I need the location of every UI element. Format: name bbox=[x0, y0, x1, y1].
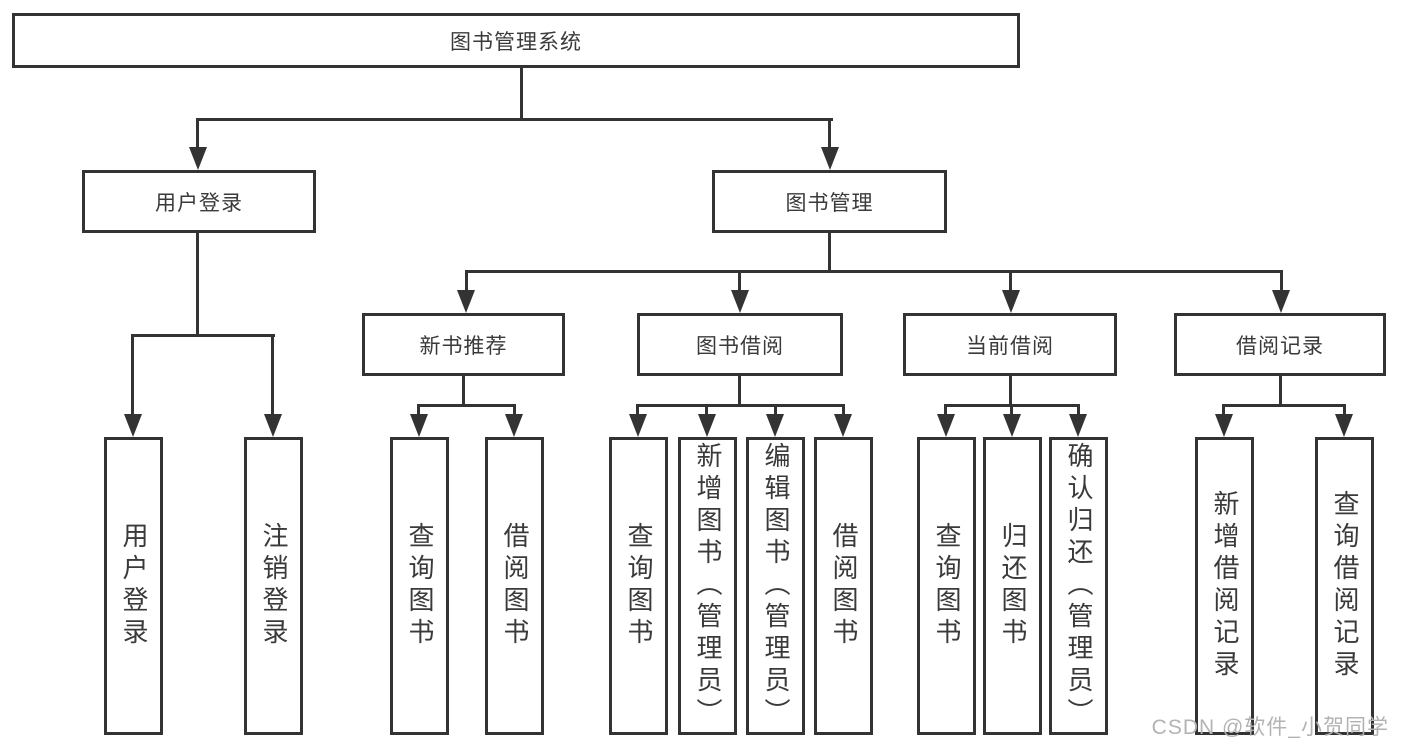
connector-line bbox=[842, 404, 845, 420]
arrowhead-icon bbox=[766, 414, 784, 437]
connector-line bbox=[738, 270, 741, 296]
arrowhead-icon bbox=[1003, 414, 1021, 437]
connector-line bbox=[1009, 270, 1012, 296]
connector-line bbox=[774, 404, 777, 420]
leaf-query-book: 查询图书 bbox=[390, 437, 449, 735]
connector-line bbox=[196, 233, 199, 337]
connector-line bbox=[131, 334, 275, 337]
arrowhead-icon bbox=[1215, 414, 1233, 437]
arrowhead-icon bbox=[629, 414, 647, 437]
connector-line bbox=[1280, 270, 1283, 296]
connector-line bbox=[1222, 404, 1225, 420]
leaf-confirm-return-admin: 确认归还（管理员） bbox=[1049, 437, 1108, 735]
leaf-query-book: 查询图书 bbox=[917, 437, 976, 735]
connector-line bbox=[462, 376, 465, 407]
arrowhead-icon bbox=[834, 414, 852, 437]
leaf-add-borrow-record: 新增借阅记录 bbox=[1195, 437, 1254, 735]
leaf-return-book: 归还图书 bbox=[983, 437, 1042, 735]
leaf-query-book: 查询图书 bbox=[609, 437, 668, 735]
connector-line bbox=[636, 404, 639, 420]
connector-line bbox=[196, 118, 833, 121]
arrowhead-icon bbox=[410, 414, 428, 437]
connector-line bbox=[636, 404, 845, 407]
arrowhead-icon bbox=[1335, 414, 1353, 437]
connector-line bbox=[1222, 404, 1346, 407]
connector-line bbox=[465, 270, 1283, 273]
connector-line bbox=[417, 404, 516, 407]
connector-line bbox=[131, 334, 134, 420]
arrowhead-icon bbox=[457, 290, 475, 313]
node-new-book-recommend: 新书推荐 bbox=[362, 313, 565, 376]
leaf-query-borrow-record: 查询借阅记录 bbox=[1315, 437, 1374, 735]
node-book-management: 图书管理 bbox=[712, 170, 947, 233]
node-borrowing-records: 借阅记录 bbox=[1174, 313, 1386, 376]
arrowhead-icon bbox=[731, 290, 749, 313]
arrowhead-icon bbox=[937, 414, 955, 437]
connector-line bbox=[828, 233, 831, 273]
arrowhead-icon bbox=[821, 147, 839, 170]
leaf-edit-book-admin: 编辑图书（管理员） bbox=[746, 437, 805, 735]
arrowhead-icon bbox=[505, 414, 523, 437]
node-user-login: 用户登录 bbox=[82, 170, 316, 233]
connector-line bbox=[196, 118, 199, 152]
connector-line bbox=[1343, 404, 1346, 420]
connector-line bbox=[271, 334, 274, 420]
connector-line bbox=[1010, 404, 1013, 420]
connector-line bbox=[417, 404, 420, 420]
connector-line bbox=[828, 118, 831, 152]
connector-line bbox=[513, 404, 516, 420]
arrowhead-icon bbox=[1272, 290, 1290, 313]
node-book-borrowing: 图书借阅 bbox=[637, 313, 843, 376]
node-current-borrowing: 当前借阅 bbox=[903, 313, 1117, 376]
connector-line bbox=[738, 376, 741, 407]
arrowhead-icon bbox=[189, 147, 207, 170]
csdn-watermark: CSDN @软件_小贺同学 bbox=[1151, 716, 1389, 739]
leaf-user-login: 用户登录 bbox=[104, 437, 163, 735]
connector-line bbox=[1077, 404, 1080, 420]
node-library-system: 图书管理系统 bbox=[12, 13, 1020, 68]
connector-line bbox=[520, 68, 523, 121]
arrowhead-icon bbox=[124, 414, 142, 437]
arrowhead-icon bbox=[698, 414, 716, 437]
connector-line bbox=[705, 404, 708, 420]
connector-line bbox=[1009, 376, 1012, 407]
arrowhead-icon bbox=[264, 414, 282, 437]
leaf-logout-login: 注销登录 bbox=[244, 437, 303, 735]
connector-line bbox=[944, 404, 947, 420]
arrowhead-icon bbox=[1069, 414, 1087, 437]
leaf-add-book-admin: 新增图书（管理员） bbox=[678, 437, 737, 735]
leaf-borrow-book: 借阅图书 bbox=[814, 437, 873, 735]
arrowhead-icon bbox=[1002, 290, 1020, 313]
connector-line bbox=[1279, 376, 1282, 407]
connector-line bbox=[465, 270, 468, 296]
leaf-borrow-book: 借阅图书 bbox=[485, 437, 544, 735]
